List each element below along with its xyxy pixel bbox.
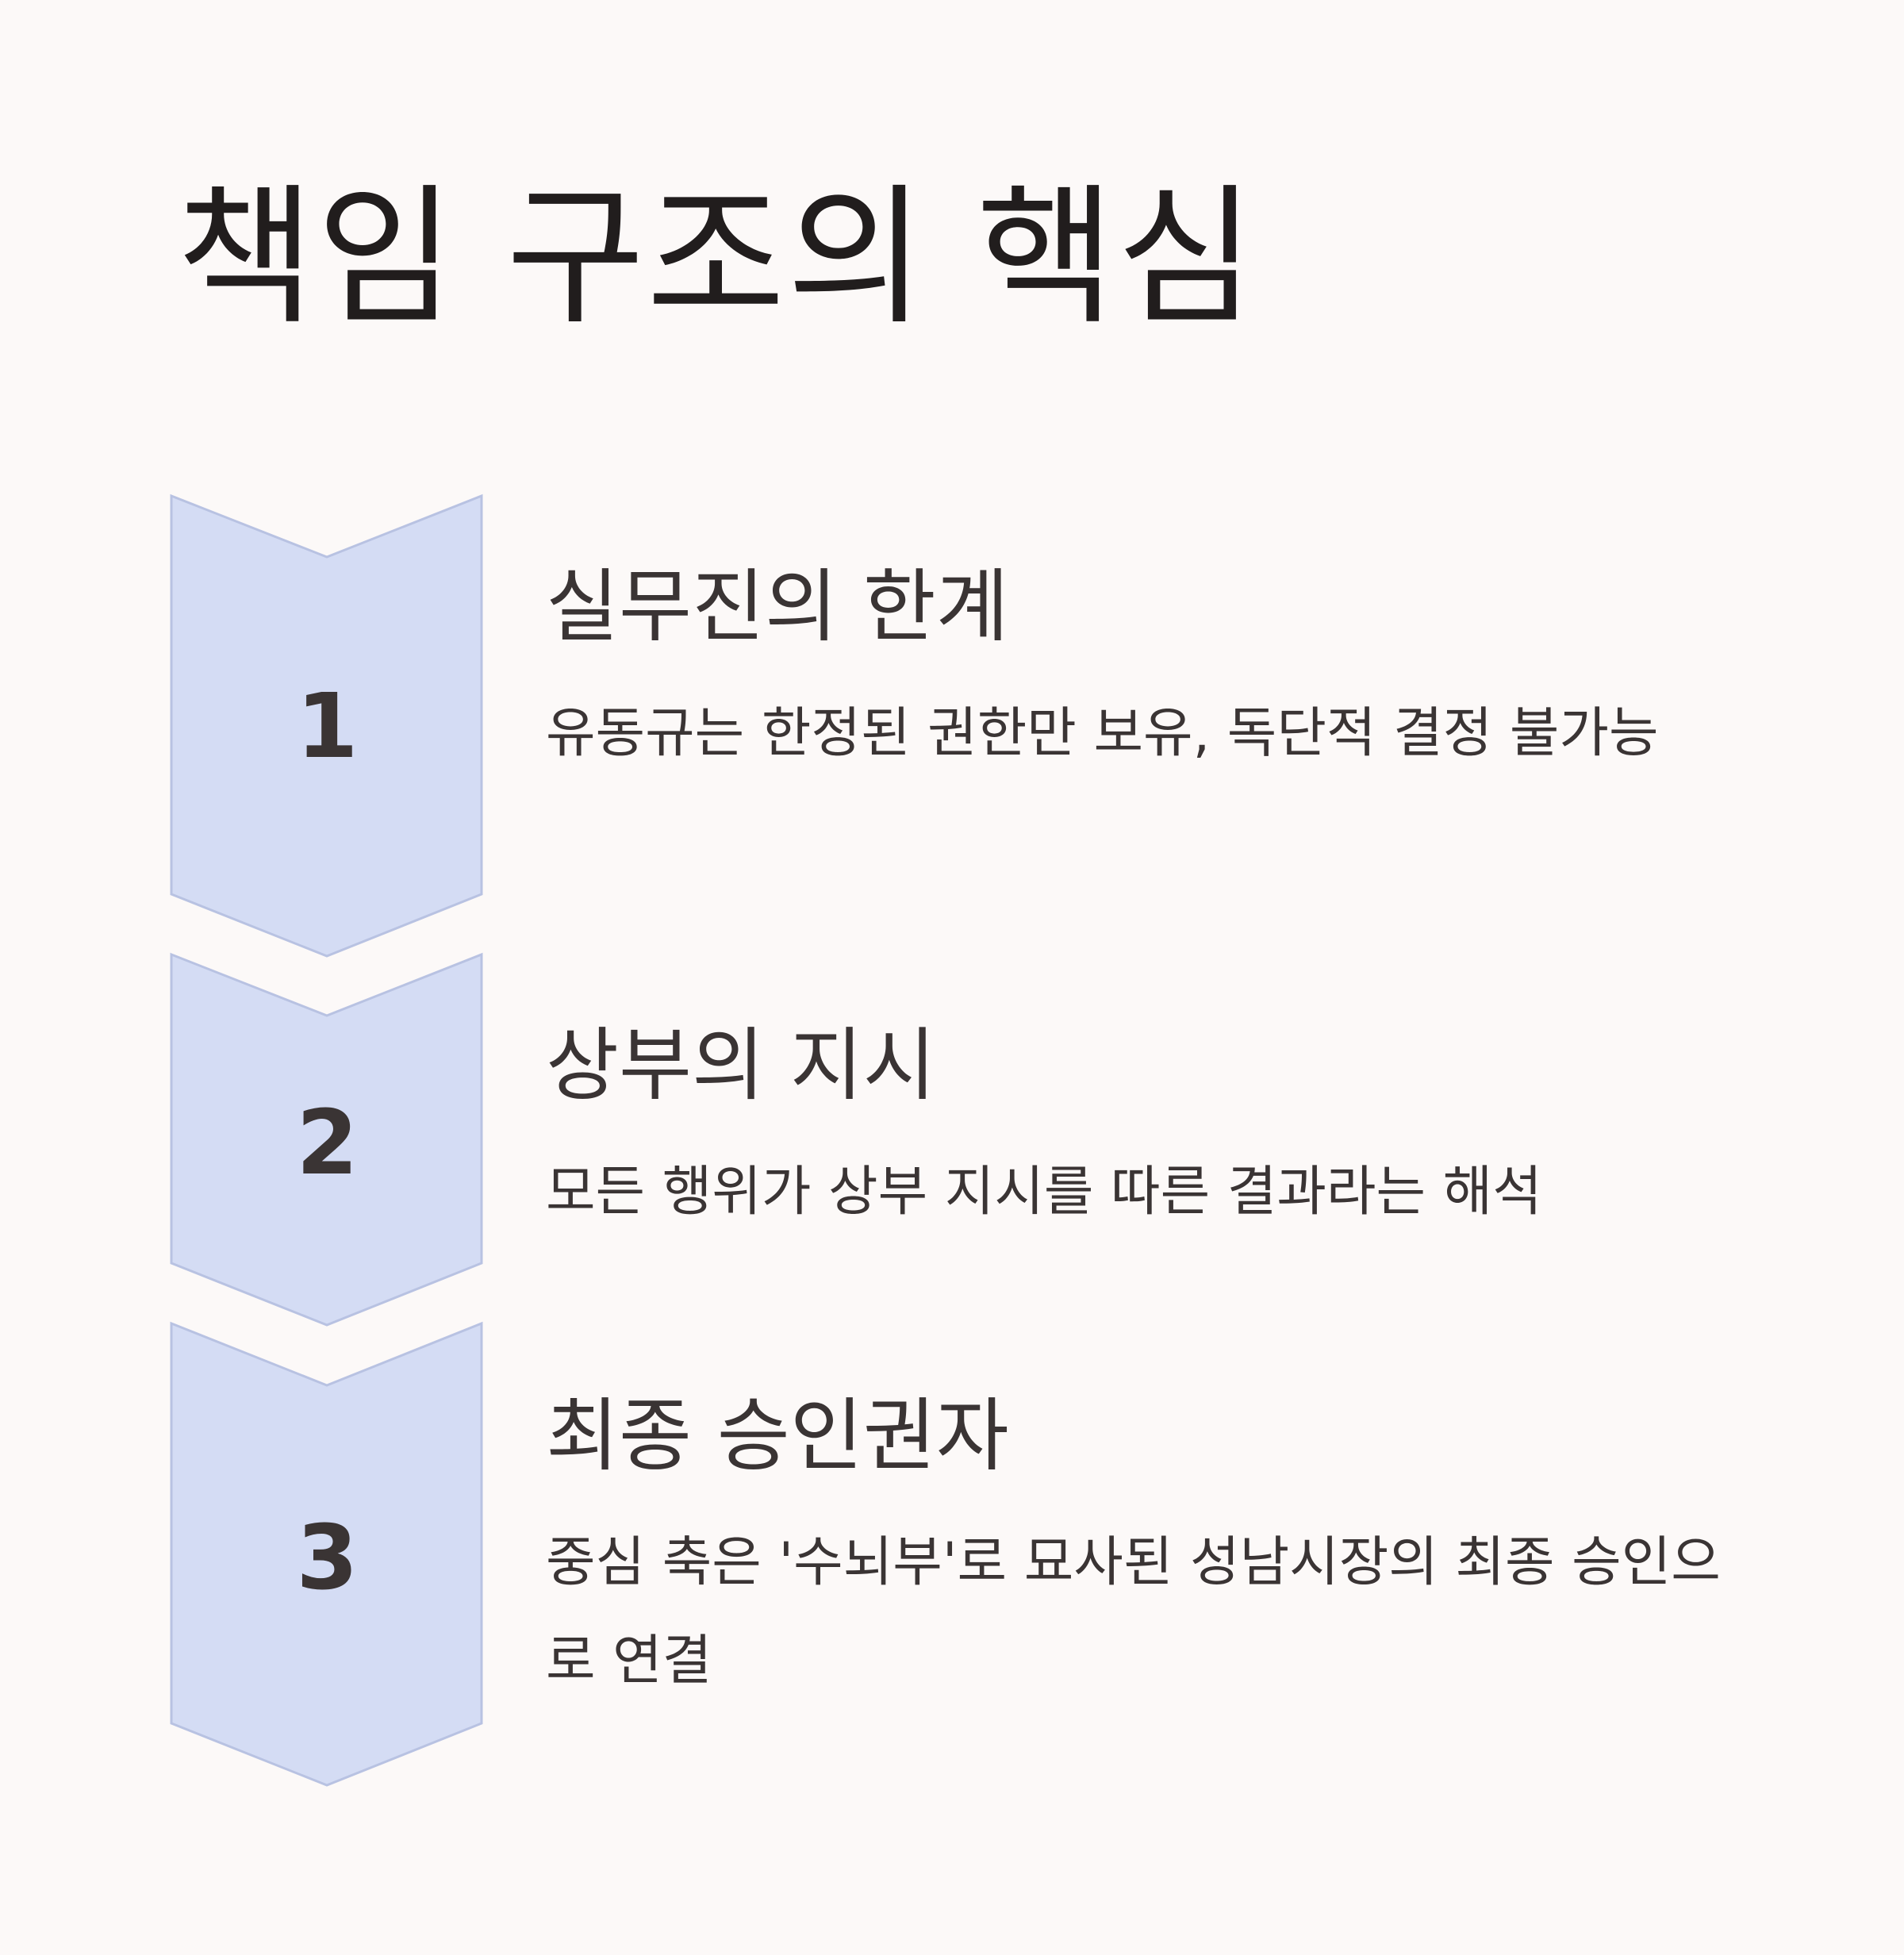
chevron-graphic [170,494,483,1787]
step-1-content: 실무진의 한계 유동규는 한정된 권한만 보유, 독단적 결정 불가능 [546,559,1736,783]
page-title: 책임 구조의 핵심 [176,170,1257,345]
step-2-chevron [170,952,483,1327]
step-3-description: 중심 축은 '수뇌부'로 묘사된 성남시장의 최종 승인으로 연결 [546,1531,1721,1692]
step-1-heading: 실무진의 한계 [546,560,1009,653]
step-1-chevron [170,494,483,958]
step-1-number: 1 [296,675,359,778]
step-3-number: 3 [296,1507,359,1610]
step-2-description: 모든 행위가 상부 지시를 따른 결과라는 해석 [546,1161,1542,1223]
step-3-chevron [170,1321,483,1787]
step-2-content: 상부의 지시 모든 행위가 상부 지시를 따른 결과라는 해석 [546,1018,1736,1242]
step-1-description: 유동규는 한정된 권한만 보유, 독단적 결정 불가능 [546,702,1659,765]
step-2-number: 2 [296,1092,359,1195]
step-2-heading: 상부의 지시 [546,1019,936,1112]
step-3-content: 최종 승인권자 중심 축은 '수뇌부'로 묘사된 성남시장의 최종 승인으로 연… [546,1388,1736,1711]
step-chevron-column: 1 2 3 [170,494,484,1788]
step-3-heading: 최종 승인권자 [546,1389,1009,1482]
